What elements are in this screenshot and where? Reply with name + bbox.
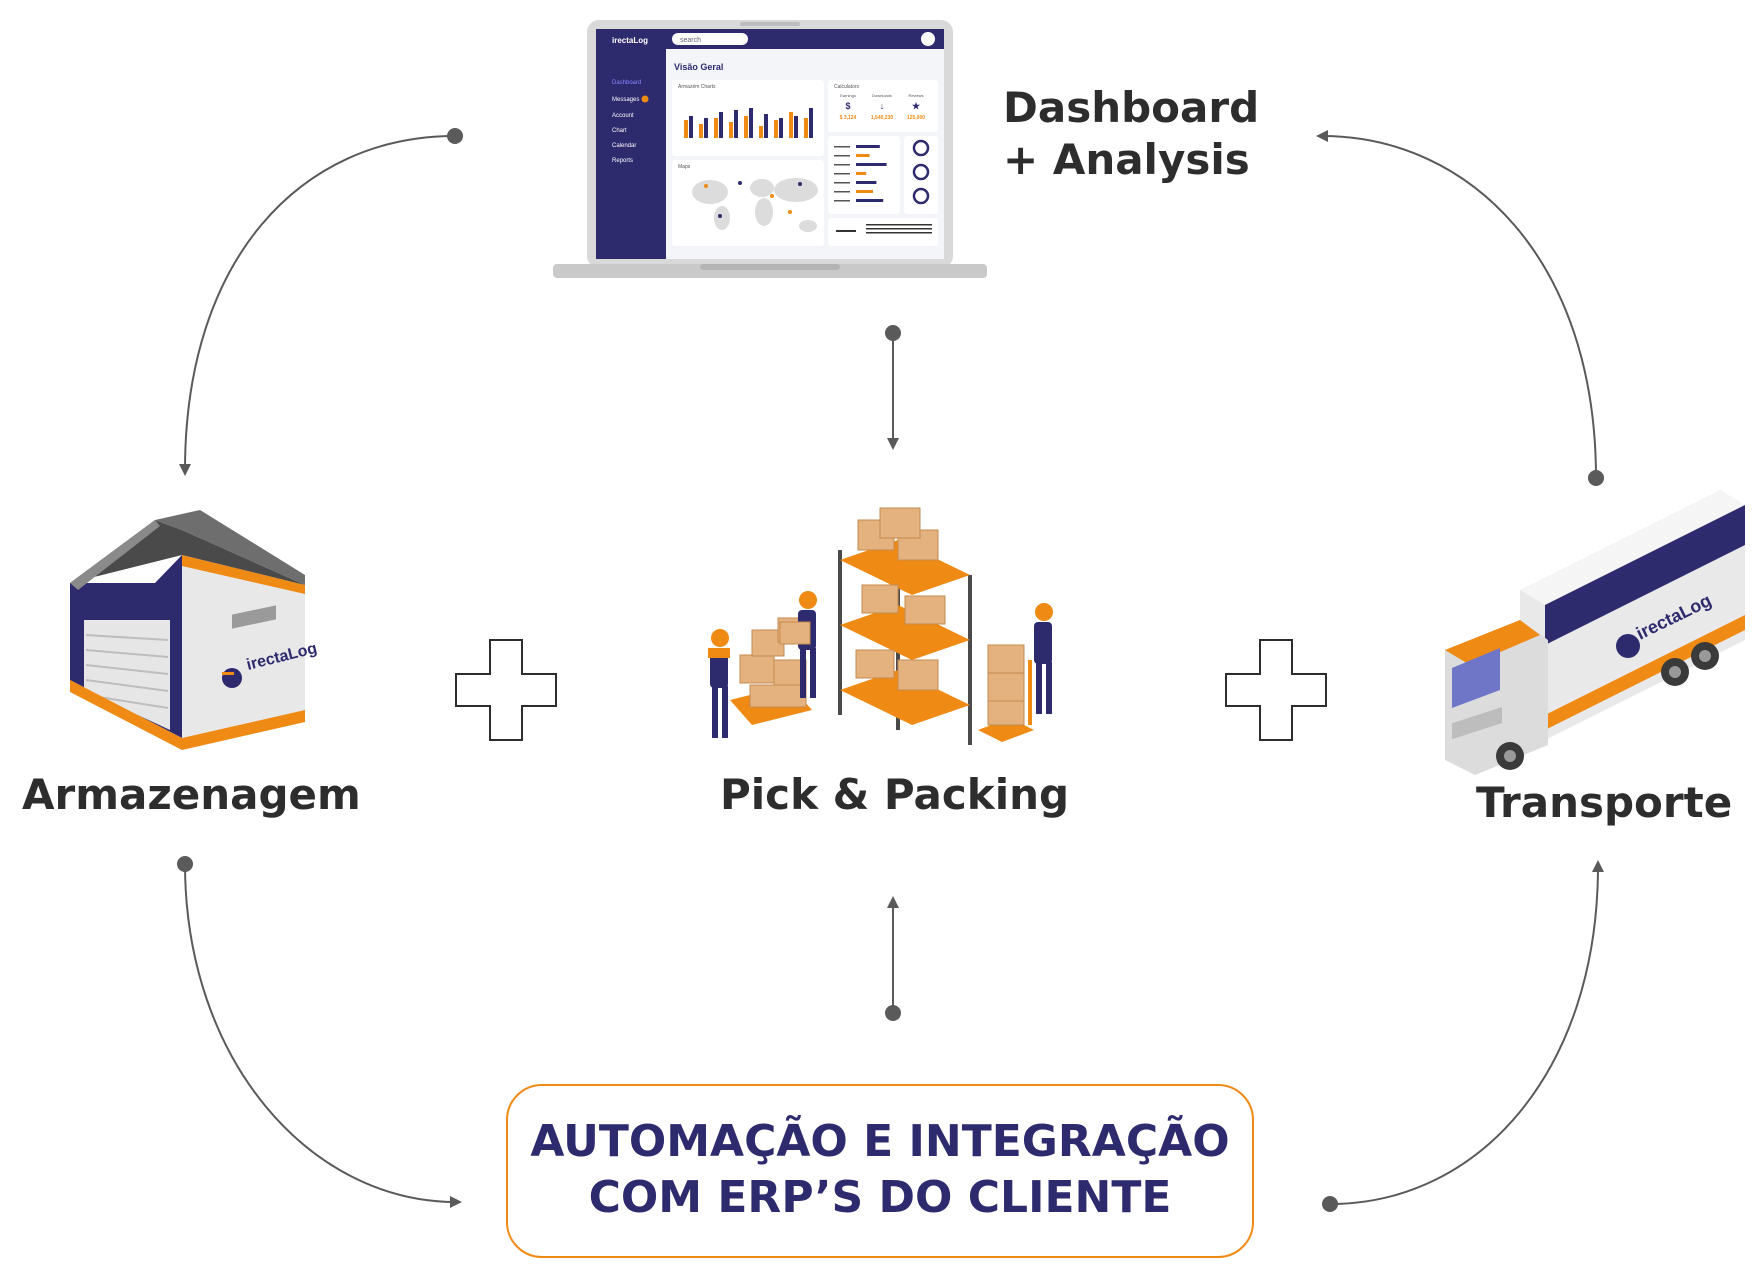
laptop-list-label [834, 173, 850, 175]
laptop-menu-item: Account [612, 113, 634, 119]
stat-value: $ 3,124 [840, 115, 857, 121]
label-armazenagem: Armazenagem [22, 770, 361, 819]
label-dashboard-line2: + Analysis [1003, 135, 1250, 184]
pick-packing-illustration [708, 507, 1053, 745]
laptop-list-label [834, 164, 850, 166]
laptop-page-title: Visão Geral [674, 62, 723, 72]
laptop-chart-bar [774, 120, 778, 138]
arrow-dashboard-to-armazenagem [179, 135, 456, 476]
laptop-calculators-title: Calculators [834, 84, 860, 90]
laptop-list-label [834, 182, 850, 184]
automation-line2: COM ERP’S DO CLIENTE [588, 1172, 1172, 1223]
label-dashboard-line1: Dashboard [1003, 83, 1260, 132]
plus-icon-left [455, 639, 557, 741]
laptop-menu: Dashboard Messages Account Chart Calenda… [612, 80, 641, 164]
laptop-chart-bar [729, 122, 733, 138]
laptop-list-bar [856, 190, 873, 193]
laptop-bar-chart [684, 108, 813, 138]
connector-dots [177, 128, 1604, 1212]
warehouse-illustration: irectaLog [70, 510, 319, 750]
label-pick-packing: Pick & Packing [720, 770, 1070, 819]
laptop-illustration: search irectaLog Dashboard Messages Acco… [553, 20, 987, 278]
laptop-chart-bar [789, 112, 793, 138]
worker-figure [779, 591, 817, 698]
laptop-list-label [834, 200, 850, 202]
laptop-chart-bar [689, 116, 693, 138]
arrow-automation-to-transporte [1329, 860, 1604, 1205]
laptop-list-bar [856, 145, 880, 148]
laptop-menu-item: Messages [612, 97, 639, 103]
laptop-chart-bar [794, 116, 798, 138]
label-dashboard-analysis: Dashboard + Analysis [1003, 82, 1259, 186]
laptop-list-label [834, 155, 850, 157]
laptop-chart-bar [734, 110, 738, 138]
laptop-map-pins [704, 181, 802, 218]
laptop-list-bar [856, 154, 870, 157]
laptop-chart-bar [759, 126, 763, 138]
laptop-list-bar [856, 163, 887, 166]
laptop-list-bar [856, 181, 877, 184]
plus-icon-right [1225, 639, 1327, 741]
laptop-list-bar [856, 199, 884, 202]
laptop-menu-item: Calendar [612, 143, 636, 149]
stat-label: Earnings [840, 93, 856, 98]
stat-label: Reviews [908, 93, 923, 98]
laptop-search-placeholder: search [680, 37, 701, 44]
laptop-chart-bar [764, 114, 768, 138]
laptop-menu-item: Dashboard [612, 80, 641, 86]
laptop-chart-bar [704, 118, 708, 138]
laptop-progress-list [834, 145, 887, 202]
laptop-chart-bar [714, 118, 718, 138]
laptop-text-lines [836, 224, 932, 234]
laptop-chart-bar [699, 124, 703, 138]
dollar-icon: $ [845, 101, 850, 111]
laptop-chart-bar [719, 112, 723, 138]
laptop-menu-item: Reports [612, 158, 633, 164]
laptop-list-label [834, 146, 850, 148]
laptop-world-map [692, 178, 818, 232]
stat-value: 1,540,230 [871, 115, 893, 121]
label-transporte: Transporte [1476, 778, 1733, 827]
laptop-rings [912, 139, 930, 205]
arrow-transporte-to-dashboard [1316, 130, 1597, 479]
automation-line1: AUTOMAÇÃO E INTEGRAÇÃO [530, 1116, 1230, 1167]
laptop-chart-bar [804, 118, 808, 138]
stat-value: 125,000 [907, 115, 925, 121]
laptop-chart-title: Armazém Charts [678, 84, 716, 90]
worker-figure [708, 629, 730, 738]
laptop-list-bar [856, 172, 867, 175]
automation-box: AUTOMAÇÃO E INTEGRAÇÃO COM ERP’S DO CLIE… [506, 1084, 1254, 1258]
laptop-chart-bar [779, 118, 783, 138]
laptop-chart-bar [809, 108, 813, 138]
worker-figure [1034, 603, 1053, 714]
connectors [179, 130, 1604, 1208]
arrow-armazenagem-to-automation [184, 863, 462, 1208]
laptop-chart-bar [684, 120, 688, 138]
stat-label: Downloads [872, 93, 892, 98]
laptop-logo-text: irectaLog [612, 36, 648, 45]
truck-illustration: irectaLog [1445, 490, 1745, 775]
laptop-menu-item: Chart [612, 128, 627, 134]
laptop-chart-bar [749, 108, 753, 138]
laptop-maps-title: Maps [678, 164, 691, 170]
download-icon: ↓ [880, 101, 885, 111]
star-icon: ★ [912, 101, 921, 111]
laptop-list-label [834, 191, 850, 193]
laptop-chart-bar [744, 116, 748, 138]
